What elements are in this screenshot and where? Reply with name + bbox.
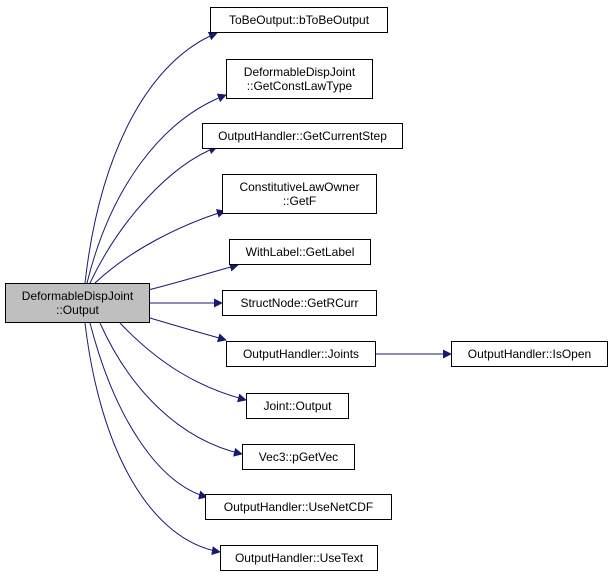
node-label-line1: ConstitutiveLawOwner xyxy=(239,180,360,194)
node-joint-output[interactable]: Joint::Output xyxy=(246,393,349,419)
node-outputhandler-getcurrentstep[interactable]: OutputHandler::GetCurrentStep xyxy=(202,123,403,149)
node-label: ToBeOutput::bToBeOutput xyxy=(228,13,370,27)
node-label: OutputHandler::UseText xyxy=(234,551,364,565)
edge-to-UseNetCDF xyxy=(89,322,208,500)
node-label-line1: DeformableDispJoint xyxy=(243,65,356,79)
node-label: OutputHandler::IsOpen xyxy=(467,347,592,361)
node-structnode-getrcurr[interactable]: StructNode::GetRCurr xyxy=(222,290,377,316)
node-deformabledispjoint-getconstlawtype[interactable]: DeformableDispJoint ::GetConstLawType xyxy=(226,59,373,99)
edge-to-GetLabel xyxy=(147,262,239,291)
edge-to-GetConstLawType xyxy=(86,93,227,284)
edge-to-GetCurrentStep xyxy=(89,145,218,284)
node-outputhandler-joints[interactable]: OutputHandler::Joints xyxy=(226,341,376,367)
node-label: Vec3::pGetVec xyxy=(258,450,339,464)
edge-to-GetF xyxy=(94,209,226,284)
node-label-line2: ::GetConstLawType xyxy=(246,79,353,93)
node-label-line2: ::Output xyxy=(56,303,99,317)
node-label: OutputHandler::GetCurrentStep xyxy=(218,129,387,143)
node-constitutivelawowner-getf[interactable]: ConstitutiveLawOwner ::GetF xyxy=(222,174,377,214)
edge-to-Joints xyxy=(149,317,227,343)
edge-to-JointOutput xyxy=(119,322,247,403)
node-root-deformabledispjoint-output[interactable]: DeformableDispJoint ::Output xyxy=(5,283,150,323)
edge-to-UseText xyxy=(84,322,221,556)
node-label-line2: ::GetF xyxy=(282,194,317,208)
node-outputhandler-isopen[interactable]: OutputHandler::IsOpen xyxy=(451,341,608,367)
node-label: OutputHandler::Joints xyxy=(242,347,360,361)
node-label: WithLabel::GetLabel xyxy=(245,245,355,259)
node-outputhandler-usenetcdf[interactable]: OutputHandler::UseNetCDF xyxy=(205,494,392,520)
node-outputhandler-usetext[interactable]: OutputHandler::UseText xyxy=(220,545,378,571)
node-vec3-pgetvec[interactable]: Vec3::pGetVec xyxy=(242,444,355,470)
node-label: Joint::Output xyxy=(263,399,332,413)
node-label: OutputHandler::UseNetCDF xyxy=(223,500,374,514)
edge-to-bToBeOutput xyxy=(84,31,218,284)
node-tobeoutput-btobeoutput[interactable]: ToBeOutput::bToBeOutput xyxy=(210,7,388,33)
node-label-line1: DeformableDispJoint xyxy=(21,289,134,303)
node-label: StructNode::GetRCurr xyxy=(240,296,359,310)
edge-to-pGetVec xyxy=(99,322,243,457)
node-withlabel-getlabel[interactable]: WithLabel::GetLabel xyxy=(229,239,371,265)
